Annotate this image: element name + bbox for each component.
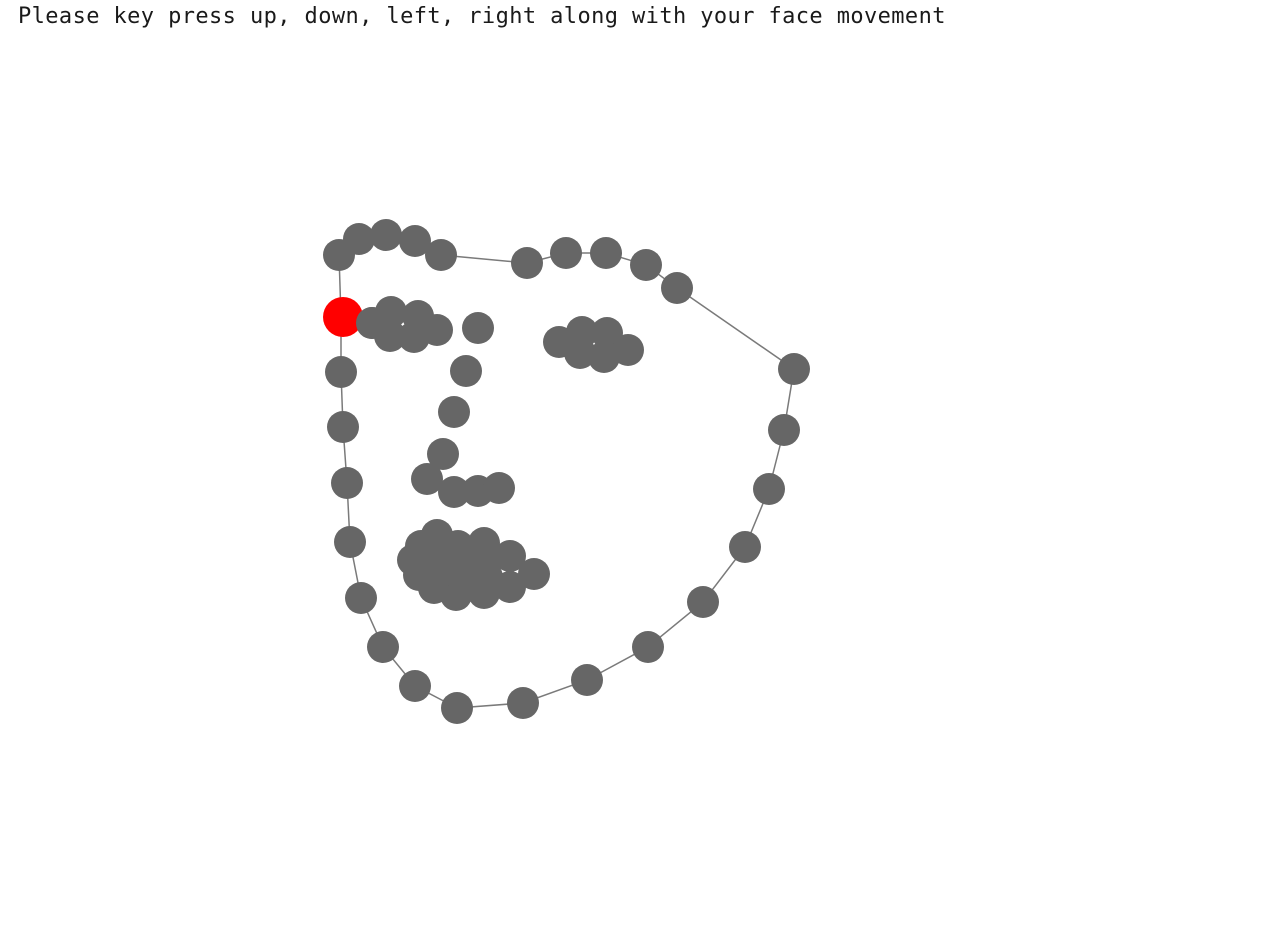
face-landmark-dot-icon <box>507 687 539 719</box>
face-landmark-dot-icon <box>590 237 622 269</box>
face-landmark-dot-icon <box>425 239 457 271</box>
face-landmark-dot-icon <box>331 467 363 499</box>
face-landmark-dot-icon <box>450 355 482 387</box>
face-outline-path <box>338 234 795 709</box>
face-landmark-dot-icon <box>398 321 430 353</box>
face-landmark-dot-icon <box>427 438 459 470</box>
face-landmark-dot-icon <box>753 473 785 505</box>
face-landmark-dot-icon <box>687 586 719 618</box>
face-landmark-dot-icon <box>343 223 375 255</box>
face-landmark-dot-icon <box>612 334 644 366</box>
face-landmark-dot-icon <box>411 463 443 495</box>
face-landmark-dot-icon <box>462 312 494 344</box>
face-landmark-dot-icon <box>768 414 800 446</box>
face-landmark-dot-icon <box>511 247 543 279</box>
face-landmark-dot-icon <box>661 272 693 304</box>
face-landmark-dot-icon <box>325 356 357 388</box>
face-landmark-dot-icon <box>778 353 810 385</box>
active-landmark-dot-icon <box>323 297 388 339</box>
face-outline-icon <box>338 234 795 709</box>
face-landmark-dot-icon <box>441 692 473 724</box>
face-landmark-dot-icon <box>399 670 431 702</box>
face-landmarks <box>323 219 810 724</box>
face-landmark-dot-icon <box>367 631 399 663</box>
face-landmark-dot-icon <box>399 225 431 257</box>
face-landmark-dot-icon <box>632 631 664 663</box>
face-landmark-dot-icon <box>729 531 761 563</box>
face-landmark-dot-icon <box>494 540 526 572</box>
face-landmark-dot-icon <box>345 582 377 614</box>
face-landmark-dot-icon <box>334 526 366 558</box>
face-landmark-dot-icon <box>471 561 503 593</box>
face-landmark-dot-icon <box>424 556 456 588</box>
active-landmark-dot-icon <box>323 297 363 337</box>
face-landmark-dot-icon <box>327 411 359 443</box>
face-landmark-dot-icon <box>356 307 388 339</box>
instruction-text: Please key press up, down, left, right a… <box>18 4 946 29</box>
face-landmark-dot-icon <box>438 476 470 508</box>
face-landmark-dot-icon <box>370 219 402 251</box>
face-landmark-dot-icon <box>564 337 596 369</box>
face-landmark-dot-icon <box>630 249 662 281</box>
face-landmark-dot-icon <box>550 237 582 269</box>
face-landmark-dot-icon <box>518 558 550 590</box>
face-landmark-dot-icon <box>483 472 515 504</box>
face-landmark-dot-icon <box>588 341 620 373</box>
face-landmark-dot-icon <box>438 396 470 428</box>
face-landmark-dot-icon <box>571 664 603 696</box>
